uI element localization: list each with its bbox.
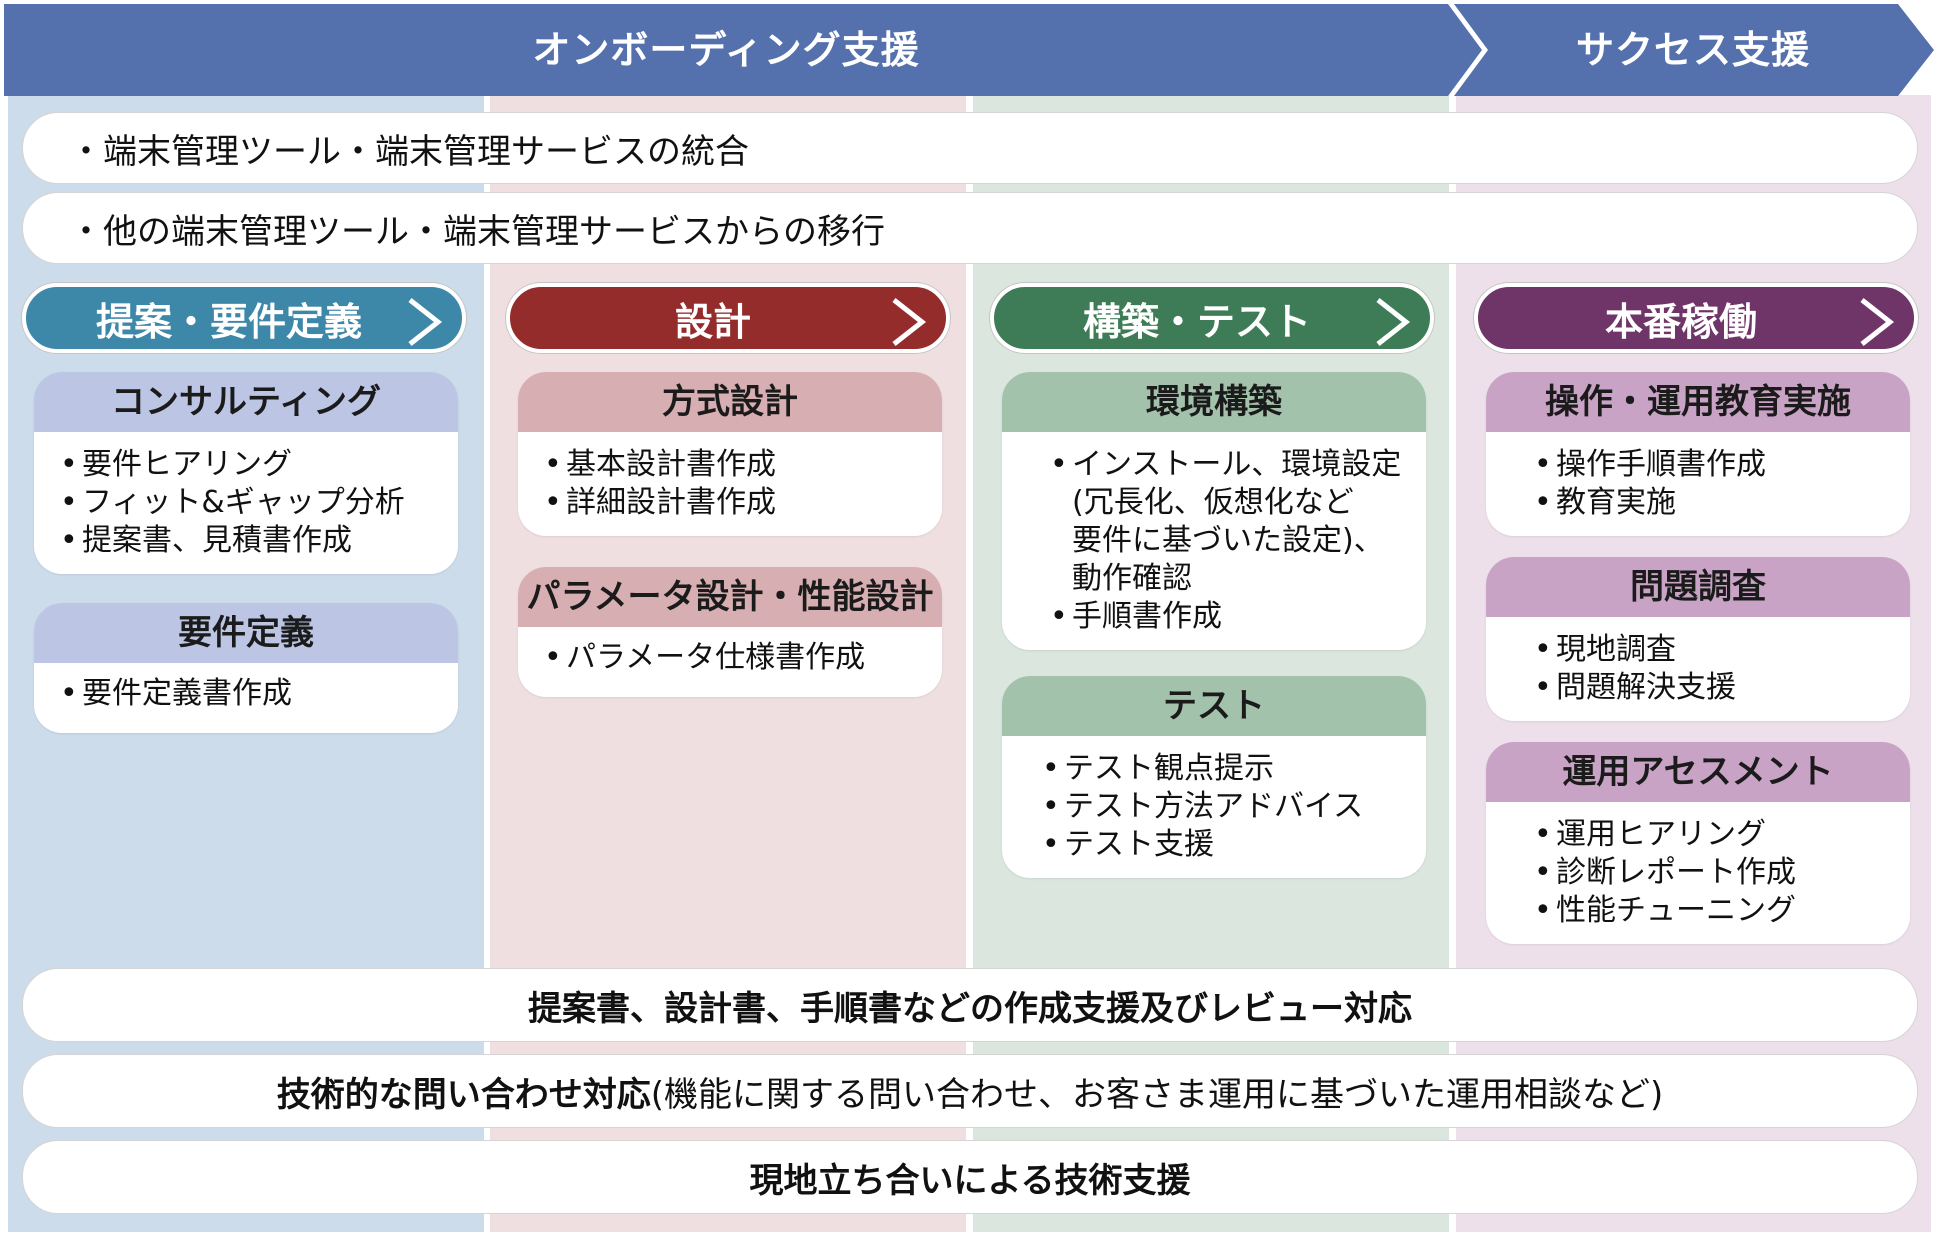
phase-label: 設計: [674, 299, 751, 344]
support-bar-review: 提案書、設計書、手順書などの作成支援及びレビュー対応: [22, 968, 1918, 1042]
list-item: パラメータ仕様書作成: [544, 639, 928, 677]
chevron-right-icon: [1860, 298, 1895, 346]
card-parameter-performance-design: パラメータ設計・性能設計 パラメータ仕様書作成: [518, 567, 942, 697]
card-environment-build: 環境構築 インストール、環境設定 (冗長化、仮想化など 要件に基づいた設定)、 …: [1002, 372, 1426, 650]
list-item-continuation: 動作確認: [1072, 561, 1192, 596]
support-bar-label: 現地立ち合いによる技術支援: [749, 1160, 1191, 1201]
card-title: コンサルティング: [34, 372, 458, 432]
success-arrow: [1454, 4, 1934, 96]
support-bar-label: 技術的な問い合わせ対応: [276, 1074, 651, 1115]
list-item: 手順書作成: [1050, 598, 1412, 636]
onboarding-support-label: オンボーディング支援: [532, 28, 920, 72]
list-item: 問題解決支援: [1534, 669, 1896, 707]
list-item: 現地調査: [1534, 631, 1896, 669]
card-consulting: コンサルティング 要件ヒアリング フィット&ギャップ分析 提案書、見積書作成: [34, 372, 458, 574]
support-bar-label: 提案書、設計書、手順書などの作成支援及びレビュー対応: [528, 988, 1412, 1029]
phase-label: 提案・要件定義: [95, 299, 362, 344]
banner-arrows: [4, 4, 1934, 96]
list-item: 性能チューニング: [1534, 892, 1896, 930]
card-problem-investigation: 問題調査 現地調査 問題解決支援: [1486, 557, 1910, 721]
card-title: 操作・運用教育実施: [1486, 372, 1910, 432]
list-item-continuation: (冗長化、仮想化など: [1072, 485, 1354, 520]
list-item: 詳細設計書作成: [544, 484, 928, 522]
support-bar-onsite: 現地立ち合いによる技術支援: [22, 1140, 1918, 1214]
list-item: テスト方法アドバイス: [1042, 788, 1412, 826]
phase-pill-production: 本番稼働: [1474, 283, 1918, 353]
support-bar-note: (機能に関する問い合わせ、お客さま運用に基づいた運用相談など): [650, 1074, 1664, 1115]
phase-pill-proposal: 提案・要件定義: [22, 283, 466, 353]
list-item: 基本設計書作成: [544, 446, 928, 484]
success-support-label: サクセス支援: [1575, 28, 1810, 72]
card-requirements-definition: 要件定義 要件定義書作成: [34, 603, 458, 733]
card-title: テスト: [1002, 676, 1426, 736]
list-item: テスト支援: [1042, 826, 1412, 864]
list-item: 要件ヒアリング: [60, 446, 444, 484]
card-title: 方式設計: [518, 372, 942, 432]
phase-label: 構築・テスト: [1082, 299, 1311, 344]
card-operation-training: 操作・運用教育実施 操作手順書作成 教育実施: [1486, 372, 1910, 536]
list-item: 教育実施: [1534, 484, 1896, 522]
phase-label: 本番稼働: [1604, 299, 1757, 344]
card-title: 環境構築: [1002, 372, 1426, 432]
phase-pill-design: 設計: [506, 283, 950, 353]
list-item: 運用ヒアリング: [1534, 816, 1896, 854]
card-title: 問題調査: [1486, 557, 1910, 617]
card-architecture-design: 方式設計 基本設計書作成 詳細設計書作成: [518, 372, 942, 536]
card-title: パラメータ設計・性能設計: [518, 567, 942, 627]
list-item: フィット&ギャップ分析: [60, 484, 444, 522]
onboarding-arrow: [4, 4, 1482, 96]
list-item: インストール、環境設定: [1050, 446, 1412, 484]
card-operation-assessment: 運用アセスメント 運用ヒアリング 診断レポート作成 性能チューニング: [1486, 742, 1910, 944]
scope-bar-integration: ・端末管理ツール・端末管理サービスの統合: [22, 112, 1918, 184]
scope-bar-migration: ・他の端末管理ツール・端末管理サービスからの移行: [22, 192, 1918, 264]
list-item: 診断レポート作成: [1534, 854, 1896, 892]
list-item: 操作手順書作成: [1534, 446, 1896, 484]
chevron-right-icon: [408, 298, 443, 346]
card-title: 運用アセスメント: [1486, 742, 1910, 802]
chevron-right-icon: [892, 298, 927, 346]
card-title: 要件定義: [34, 603, 458, 663]
list-item: 提案書、見積書作成: [60, 522, 444, 560]
chevron-right-icon: [1376, 298, 1411, 346]
support-bar-tech-inquiry: 技術的な問い合わせ対応(機能に関する問い合わせ、お客さま運用に基づいた運用相談な…: [22, 1054, 1918, 1128]
phase-banner: オンボーディング支援 サクセス支援: [0, 0, 1939, 100]
phase-pill-build-test: 構築・テスト: [990, 283, 1434, 353]
list-item-continuation: 要件に基づいた設定)、: [1072, 523, 1384, 558]
list-item: テスト観点提示: [1042, 750, 1412, 788]
list-item: 要件定義書作成: [60, 675, 444, 713]
card-test: テスト テスト観点提示 テスト方法アドバイス テスト支援: [1002, 676, 1426, 878]
